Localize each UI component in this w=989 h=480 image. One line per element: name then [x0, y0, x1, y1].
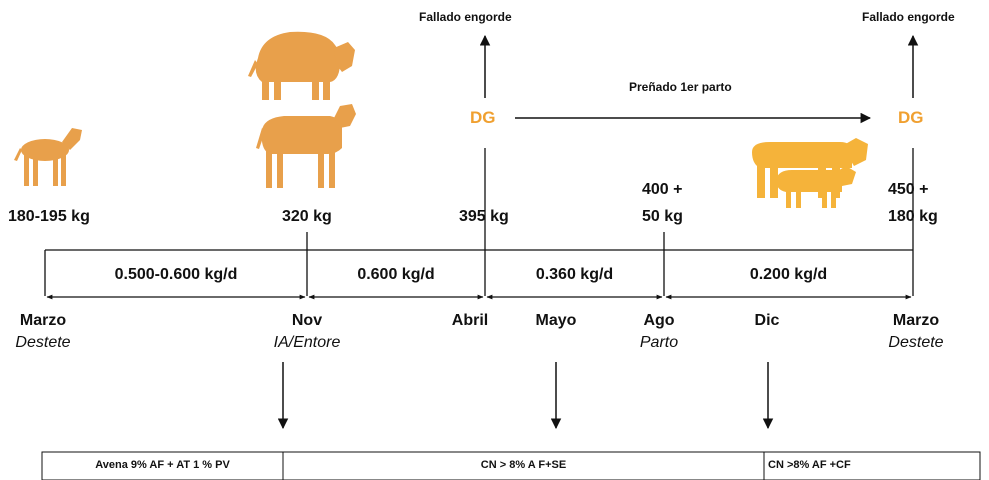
feeding-cell-1: Avena 9% AF + AT 1 % PV [42, 459, 283, 471]
rate-period-1: 0.500-0.600 kg/d [45, 266, 307, 284]
cow-with-calf-icon [752, 138, 868, 208]
month-nov: Nov [252, 312, 362, 330]
month-march-end: Marzo [866, 312, 966, 330]
weight-ago-line1: 400 + [642, 181, 682, 199]
weight-march-line2: 180 kg [888, 208, 938, 226]
month-march: Marzo [0, 312, 86, 330]
weight-weaning: 180-195 kg [8, 208, 90, 226]
month-dec: Dic [727, 312, 807, 330]
rate-period-4: 0.200 kg/d [664, 266, 913, 284]
dg-label-2: DG [898, 108, 924, 128]
feeding-cell-2: CN > 8% A F+SE [283, 459, 764, 471]
heifer-icon [256, 104, 356, 188]
rate-period-2: 0.600 kg/d [307, 266, 485, 284]
pregnant-label: Preñado 1er parto [629, 80, 732, 94]
month-march-end-sub: Destete [866, 334, 966, 352]
weight-ago-line2: 50 kg [642, 208, 683, 226]
month-april: Abril [430, 312, 510, 330]
month-ago: Ago [619, 312, 699, 330]
failed-label-2: Fallado engorde [862, 10, 955, 24]
month-march-sub: Destete [0, 334, 86, 352]
feeding-cell-3: CN >8% AF +CF [768, 459, 888, 471]
calf-icon [14, 128, 82, 186]
dg-label-1: DG [470, 108, 496, 128]
weight-march-line1: 450 + [888, 181, 928, 199]
month-nov-sub: IA/Entore [252, 334, 362, 352]
rate-period-3: 0.360 kg/d [485, 266, 664, 284]
bull-icon [248, 32, 355, 100]
weight-nov: 320 kg [282, 208, 332, 226]
month-ago-sub: Parto [619, 334, 699, 352]
month-may: Mayo [516, 312, 596, 330]
weight-april: 395 kg [459, 208, 509, 226]
failed-label-1: Fallado engorde [419, 10, 512, 24]
